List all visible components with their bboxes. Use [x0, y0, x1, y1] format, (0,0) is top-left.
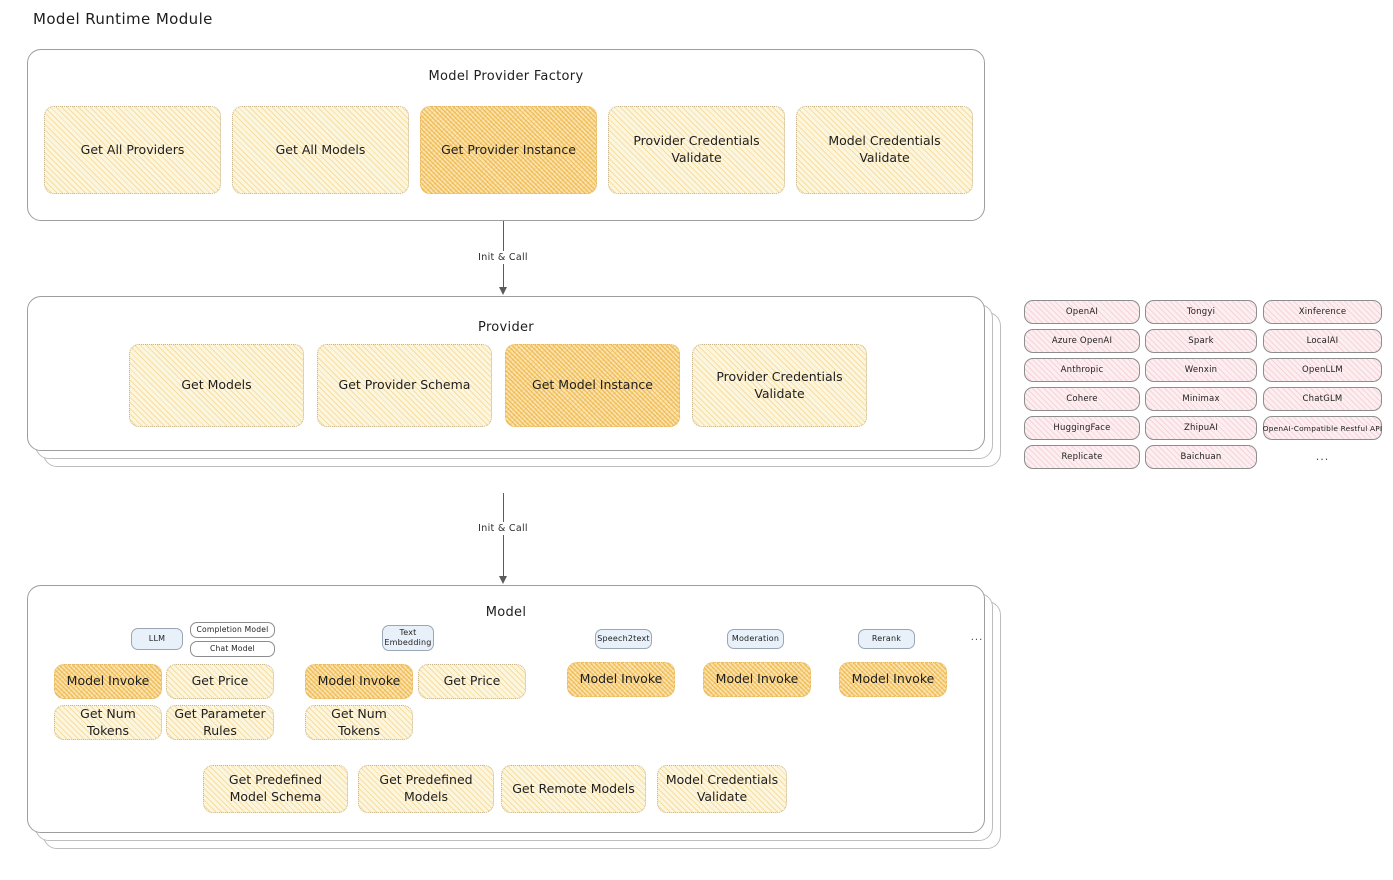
model-box-get-predefined-models[interactable]: Get Predefined Models: [358, 765, 494, 813]
provider-box-get-model-instance[interactable]: Get Model Instance: [505, 344, 680, 427]
provider-pill-replicate[interactable]: Replicate: [1024, 445, 1140, 469]
model-type-badge-text-embedding[interactable]: Text Embedding: [382, 625, 434, 651]
arrow-provider-to-model: Init & Call: [473, 493, 533, 585]
model-subtype-badge-chat-model[interactable]: Chat Model: [190, 641, 275, 657]
provider-card: Provider Get Models Get Provider Schema …: [27, 296, 1001, 467]
factory-box-get-all-providers[interactable]: Get All Providers: [44, 106, 221, 194]
provider-pill-chatglm[interactable]: ChatGLM: [1263, 387, 1382, 411]
provider-pill-xinference[interactable]: Xinference: [1263, 300, 1382, 324]
model-box-model-credentials-validate[interactable]: Model Credentials Validate: [657, 765, 787, 813]
provider-pill-wenxin[interactable]: Wenxin: [1145, 358, 1257, 382]
provider-pill-openai[interactable]: OpenAI: [1024, 300, 1140, 324]
provider-pill-tongyi[interactable]: Tongyi: [1145, 300, 1257, 324]
factory-box-get-provider-instance[interactable]: Get Provider Instance: [420, 106, 597, 194]
provider-box-provider-credentials-validate[interactable]: Provider Credentials Validate: [692, 344, 867, 427]
model-type-badge-moderation[interactable]: Moderation: [727, 629, 784, 649]
llm-box-get-price[interactable]: Get Price: [166, 664, 274, 699]
speech2text-box-model-invoke[interactable]: Model Invoke: [567, 662, 675, 697]
page-title: Model Runtime Module: [33, 10, 213, 28]
model-type-badge-llm[interactable]: LLM: [131, 628, 183, 650]
factory-box-get-all-models[interactable]: Get All Models: [232, 106, 409, 194]
provider-box-get-provider-schema[interactable]: Get Provider Schema: [317, 344, 492, 427]
factory-box-model-credentials-validate[interactable]: Model Credentials Validate: [796, 106, 973, 194]
provider-pill-huggingface[interactable]: HuggingFace: [1024, 416, 1140, 440]
arrow-label-init-call: Init & Call: [473, 522, 533, 535]
provider-pill-spark[interactable]: Spark: [1145, 329, 1257, 353]
provider-pill-baichuan[interactable]: Baichuan: [1145, 445, 1257, 469]
rerank-box-model-invoke[interactable]: Model Invoke: [839, 662, 947, 697]
model-card: Model LLM Completion Model Chat Model Mo…: [27, 585, 1001, 849]
provider-implementations-list: OpenAI Azure OpenAI Anthropic Cohere Hug…: [1024, 300, 1384, 475]
text-embedding-box-get-price[interactable]: Get Price: [418, 664, 526, 699]
provider-pill-openai-compatible-restful-api[interactable]: OpenAI-Compatible Restful API: [1263, 416, 1382, 440]
model-type-badge-speech2text[interactable]: Speech2text: [595, 629, 652, 649]
model-subtype-badge-completion-model[interactable]: Completion Model: [190, 622, 275, 638]
factory-box-provider-credentials-validate[interactable]: Provider Credentials Validate: [608, 106, 785, 194]
provider-box-get-models[interactable]: Get Models: [129, 344, 304, 427]
text-embedding-box-model-invoke[interactable]: Model Invoke: [305, 664, 413, 699]
provider-pill-azure-openai[interactable]: Azure OpenAI: [1024, 329, 1140, 353]
llm-box-model-invoke[interactable]: Model Invoke: [54, 664, 162, 699]
provider-pill-openllm[interactable]: OpenLLM: [1263, 358, 1382, 382]
llm-box-get-num-tokens[interactable]: Get Num Tokens: [54, 705, 162, 740]
model-box-get-predefined-model-schema[interactable]: Get Predefined Model Schema: [203, 765, 348, 813]
moderation-box-model-invoke[interactable]: Model Invoke: [703, 662, 811, 697]
provider-pill-zhipuai[interactable]: ZhipuAI: [1145, 416, 1257, 440]
provider-list-ellipsis: ...: [1315, 450, 1330, 463]
provider-pill-localai[interactable]: LocalAI: [1263, 329, 1382, 353]
arrow-factory-to-provider: Init & Call: [473, 221, 533, 296]
text-embedding-box-get-num-tokens[interactable]: Get Num Tokens: [305, 705, 413, 740]
provider-pill-cohere[interactable]: Cohere: [1024, 387, 1140, 411]
model-types-ellipsis: ...: [970, 632, 984, 643]
arrow-label-init-call: Init & Call: [473, 251, 533, 264]
model-title: Model: [485, 605, 527, 620]
provider-title: Provider: [478, 320, 534, 335]
arrow-head-icon: [499, 576, 507, 584]
model-box-get-remote-models[interactable]: Get Remote Models: [501, 765, 646, 813]
arrow-head-icon: [499, 287, 507, 295]
arrow-shaft: [503, 493, 504, 577]
model-provider-factory-card: Model Provider Factory Get All Providers…: [27, 49, 985, 221]
provider-pill-anthropic[interactable]: Anthropic: [1024, 358, 1140, 382]
model-type-badge-rerank[interactable]: Rerank: [858, 629, 915, 649]
factory-title: Model Provider Factory: [428, 69, 584, 84]
llm-box-get-parameter-rules[interactable]: Get Parameter Rules: [166, 705, 274, 740]
provider-pill-minimax[interactable]: Minimax: [1145, 387, 1257, 411]
